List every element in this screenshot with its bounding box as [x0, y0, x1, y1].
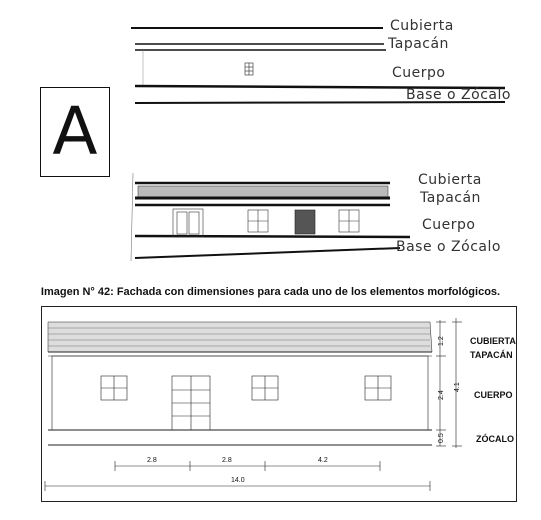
middle-label-tapacan: Tapacán — [420, 190, 481, 206]
figure-caption: Imagen N° 42: Fachada con dimensiones pa… — [40, 286, 501, 298]
top-label-tapacan: Tapacán — [388, 36, 449, 52]
middle-label-cubierta: Cubierta — [418, 172, 482, 188]
middle-label-cuerpo: Cuerpo — [422, 217, 476, 233]
bottom-body — [48, 351, 432, 446]
tiny-window-icon — [244, 62, 254, 76]
middle-window-2-icon — [294, 209, 316, 235]
middle-window-1-icon — [247, 209, 269, 233]
hdim-1: 2.8 — [147, 457, 157, 464]
vertical-dimension-lines — [436, 318, 462, 448]
vdim-cuerpo: 2.4 — [438, 390, 445, 400]
middle-door-icon — [172, 208, 204, 238]
bottom-window-3-icon — [364, 375, 392, 401]
bottom-label-cubierta: CUBIERTA — [470, 336, 516, 346]
bottom-window-1-icon — [100, 375, 128, 401]
letter-a-box: A — [40, 87, 110, 177]
dimension-panel — [41, 306, 517, 502]
roof-tiles-pattern — [48, 327, 430, 347]
middle-facade — [130, 172, 411, 262]
vdim-zocalo: 0.5 — [438, 433, 445, 443]
bottom-door-icon — [171, 375, 211, 431]
bottom-label-zocalo: ZÓCALO — [476, 434, 514, 444]
bottom-window-2-icon — [251, 375, 279, 401]
horizontal-dimension-lines — [44, 461, 431, 491]
vdim-total: 4.1 — [454, 382, 461, 392]
top-label-cuerpo: Cuerpo — [392, 65, 446, 81]
top-label-cubierta: Cubierta — [390, 18, 454, 34]
top-label-base: Base o Zócalo — [406, 87, 511, 103]
hdim-2: 2.8 — [222, 457, 232, 464]
letter-a: A — [52, 93, 98, 170]
bottom-label-tapacan: TAPACÁN — [470, 350, 513, 360]
hdim-total: 14.0 — [231, 477, 245, 484]
hdim-3: 4.2 — [318, 457, 328, 464]
bottom-label-cuerpo: CUERPO — [474, 390, 513, 400]
middle-window-3-icon — [338, 209, 360, 233]
middle-label-base: Base o Zócalo — [396, 239, 501, 255]
vdim-cubierta: 1.2 — [438, 336, 445, 346]
